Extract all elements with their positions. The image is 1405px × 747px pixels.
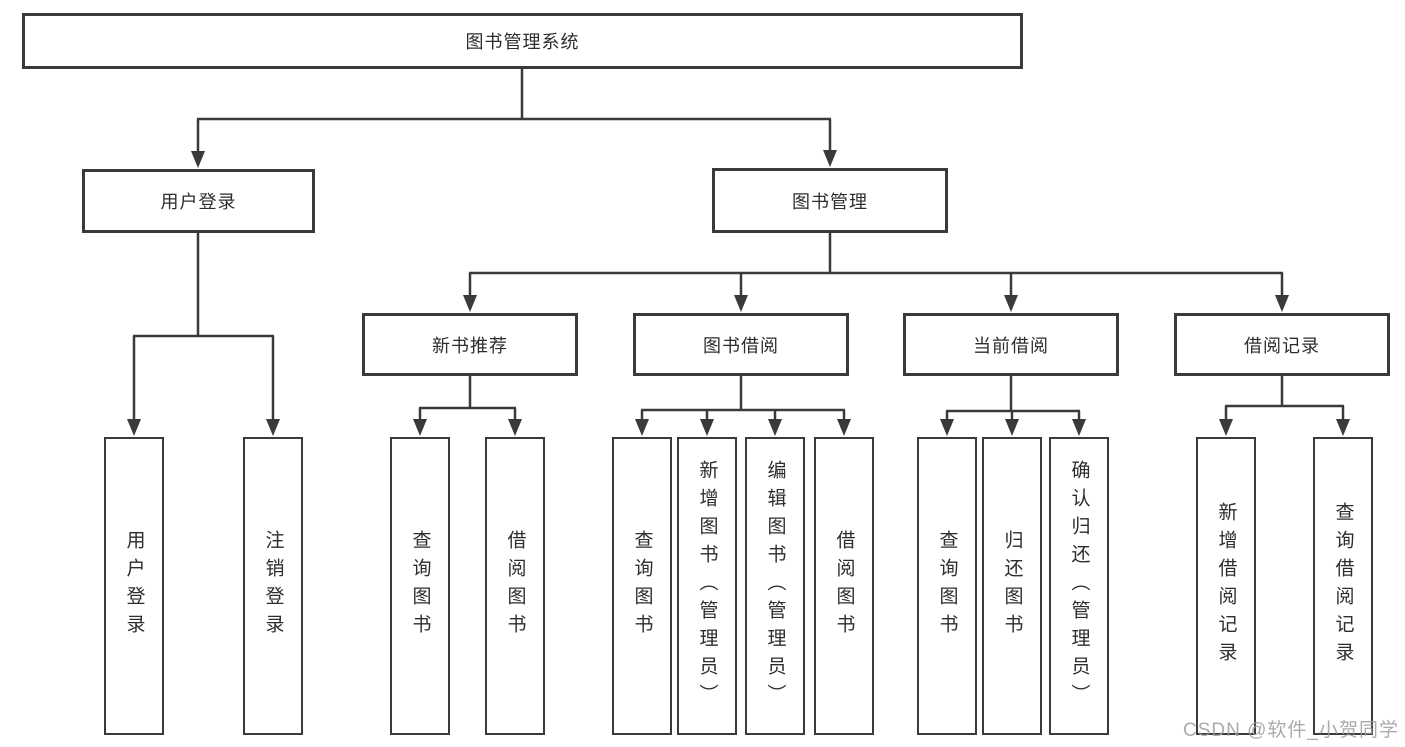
leaf-current-return-book: 归还图书 <box>982 437 1042 735</box>
leaf-borrow-borrow-book-label: 借阅图书 <box>833 530 855 642</box>
node-borrow-record-label: 借阅记录 <box>1244 335 1320 356</box>
node-user-login: 用户登录 <box>82 169 315 233</box>
node-root-label: 图书管理系统 <box>465 32 580 52</box>
node-new-book-recommend-label: 新书推荐 <box>432 335 508 356</box>
leaf-record-add-record: 新增借阅记录 <box>1196 437 1256 735</box>
node-book-borrow-label: 图书借阅 <box>703 335 779 356</box>
leaf-current-query-book: 查询图书 <box>917 437 977 735</box>
leaf-borrow-add-book-admin: 新增图书（管理员） <box>677 437 737 735</box>
node-book-management-label: 图书管理 <box>792 191 868 212</box>
leaf-user-login: 用户登录 <box>104 437 164 735</box>
node-book-borrow: 图书借阅 <box>633 313 849 376</box>
leaf-borrow-edit-book-admin-label: 编辑图书（管理员） <box>764 460 786 712</box>
leaf-logout-label: 注销登录 <box>262 530 284 642</box>
leaf-newbook-query-book-label: 查询图书 <box>409 530 431 642</box>
node-new-book-recommend: 新书推荐 <box>362 313 578 376</box>
node-current-borrow: 当前借阅 <box>903 313 1119 376</box>
node-root: 图书管理系统 <box>22 13 1023 69</box>
csdn-watermark: CSDN @软件_小贺同学 <box>1183 720 1399 741</box>
leaf-user-login-label: 用户登录 <box>123 530 145 642</box>
leaf-record-add-record-label: 新增借阅记录 <box>1215 502 1237 670</box>
leaf-borrow-edit-book-admin: 编辑图书（管理员） <box>745 437 805 735</box>
leaf-borrow-query-book-label: 查询图书 <box>631 530 653 642</box>
node-current-borrow-label: 当前借阅 <box>973 335 1049 356</box>
node-user-login-label: 用户登录 <box>160 192 237 212</box>
leaf-borrow-borrow-book: 借阅图书 <box>814 437 874 735</box>
leaf-newbook-borrow-book-label: 借阅图书 <box>504 530 526 642</box>
leaf-current-confirm-return-admin-label: 确认归还（管理员） <box>1068 460 1090 712</box>
leaf-newbook-query-book: 查询图书 <box>390 437 450 735</box>
leaf-current-query-book-label: 查询图书 <box>936 530 958 642</box>
leaf-record-query-record: 查询借阅记录 <box>1313 437 1373 735</box>
leaf-borrow-add-book-admin-label: 新增图书（管理员） <box>696 460 718 712</box>
node-borrow-record: 借阅记录 <box>1174 313 1390 376</box>
leaf-current-confirm-return-admin: 确认归还（管理员） <box>1049 437 1109 735</box>
leaf-logout: 注销登录 <box>243 437 303 735</box>
leaf-record-query-record-label: 查询借阅记录 <box>1332 502 1354 670</box>
leaf-newbook-borrow-book: 借阅图书 <box>485 437 545 735</box>
leaf-current-return-book-label: 归还图书 <box>1001 530 1023 642</box>
leaf-borrow-query-book: 查询图书 <box>612 437 672 735</box>
node-book-management: 图书管理 <box>712 168 948 233</box>
